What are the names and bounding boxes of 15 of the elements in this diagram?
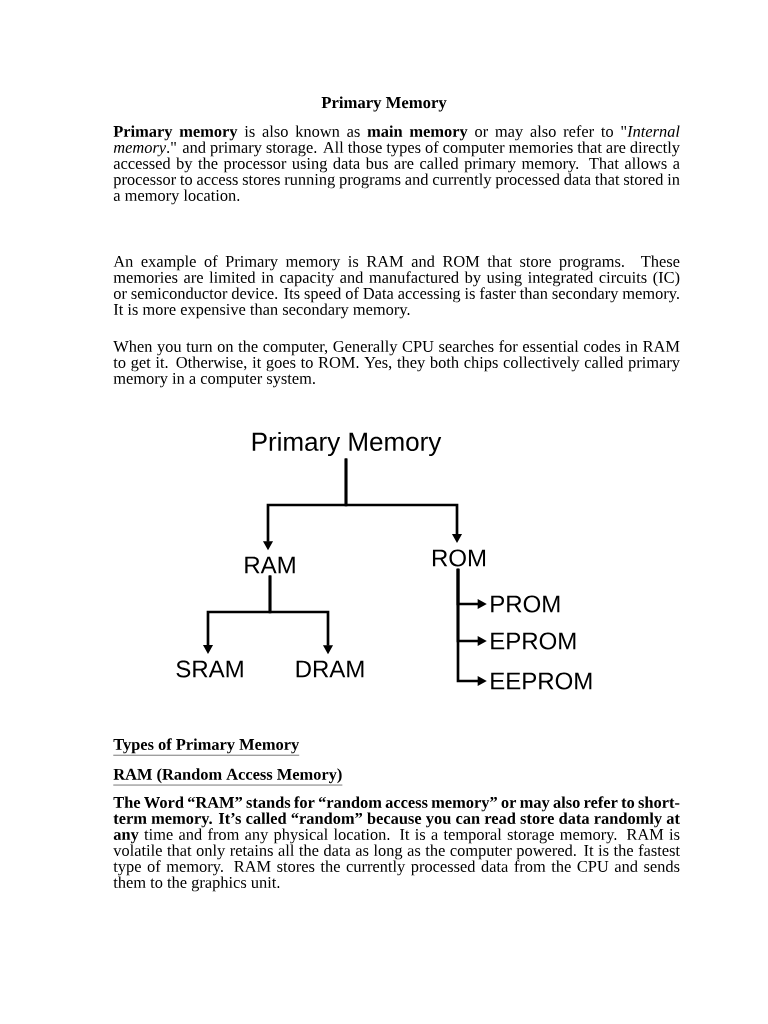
paragraph: Primary memory is also known as main memory or may also refer to "Internal memory." and primary storage. All those types of computer memories that are directly accessed by the processor using data bus are called primary memory. That allows a processor to access stores running programs and currently processed data that stored in a memory location.	[113, 125, 680, 205]
node-label: DRAM	[296, 660, 364, 678]
heading: Primary Memory	[321, 96, 447, 112]
paragraph: The Word “RAM” stands for “random access memory” or may also refer to short-term memory. It’s called “random” because you can read store data randomly at any time and from any physical location. It is a temporal storage memory. RAM is volatile that only retains all the data as long as the computer powered. It is the fastest type of memory. RAM stores the currently processed data from the CPU and sends them to the graphics unit.	[113, 796, 680, 892]
node-label: Primary Memory	[252, 431, 442, 457]
node-label: ROM	[432, 549, 486, 567]
node-label: PROM	[491, 595, 560, 613]
node-label: RAM	[245, 556, 295, 574]
paragraph: When you turn on the computer, Generally CPU searches for essential codes in RAM to get it. Otherwise, it goes to ROM. Yes, they both chips collectively called primary memory in a computer system.	[113, 340, 680, 388]
node-label: EEPROM	[491, 672, 592, 690]
section-heading: RAM (Random Access Memory)	[113, 768, 343, 786]
paragraph: An example of Primary memory is RAM and ROM that store programs. These memories are limited in capacity and manufactured by using integrated circuits (IC) or semiconductor device. Its speed of Data accessing is faster than secondary memory. It is more expensive than secondary memory.	[113, 255, 680, 319]
section-heading: Types of Primary Memory	[113, 738, 300, 756]
node-label: SRAM	[176, 660, 243, 678]
node-label: EPROM	[491, 632, 576, 650]
